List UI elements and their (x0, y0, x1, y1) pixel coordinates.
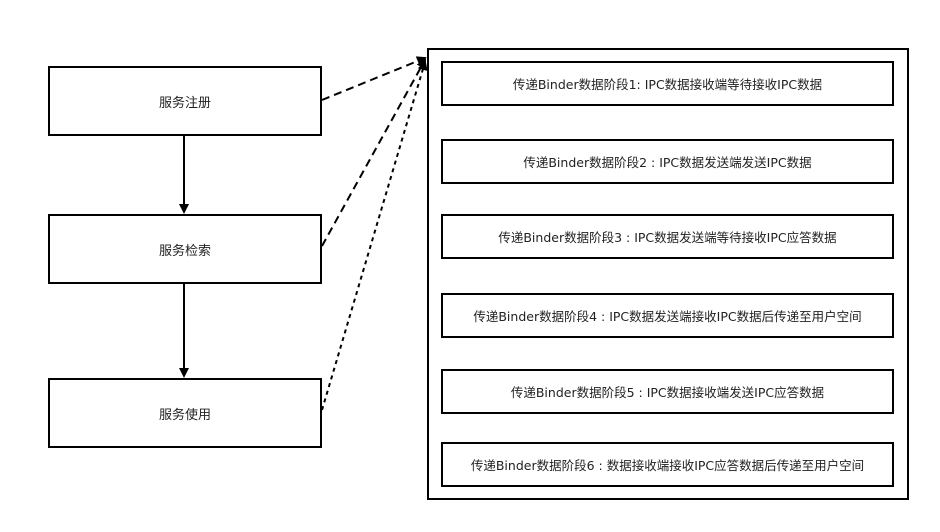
stage-2-label: 传递Binder数据阶段2 : IPC数据发送端发送IPC数据 (523, 155, 812, 170)
service-register-box: 服务注册 (48, 66, 322, 136)
stage-5-box: 传递Binder数据阶段5 : IPC数据接收端发送IPC应答数据 (441, 369, 894, 414)
service-register-label: 服务注册 (158, 95, 211, 111)
dashed-arrow-use (321, 60, 428, 411)
stage-3-box: 传递Binder数据阶段3 : IPC数据发送端等待接收IPC应答数据 (441, 214, 894, 259)
service-use-label: 服务使用 (158, 407, 211, 423)
stage-6-box: 传递Binder数据阶段6 : 数据接收端接收IPC应答数据后传递至用户空间 (441, 442, 894, 487)
service-use-box: 服务使用 (48, 378, 322, 448)
stage-4-label: 传递Binder数据阶段4 : IPC数据发送端接收IPC数据后传递至用户空间 (473, 309, 862, 324)
dashed-arrow-lookup (321, 58, 426, 247)
dashed-arrow-register (321, 56, 427, 101)
stage-3-label: 传递Binder数据阶段3 : IPC数据发送端等待接收IPC应答数据 (498, 230, 837, 245)
service-lookup-label: 服务检索 (158, 243, 211, 259)
stage-1-label: 传递Binder数据阶段1: IPC数据接收端等待接收IPC数据 (512, 77, 823, 92)
stage-5-label: 传递Binder数据阶段5 : IPC数据接收端发送IPC应答数据 (510, 385, 825, 400)
service-lookup-box: 服务检索 (48, 214, 322, 284)
stage-6-label: 传递Binder数据阶段6 : 数据接收端接收IPC应答数据后传递至用户空间 (470, 458, 865, 473)
binder-stages-container (427, 48, 909, 500)
stage-2-box: 传递Binder数据阶段2 : IPC数据发送端发送IPC数据 (441, 139, 894, 184)
stage-1-box: 传递Binder数据阶段1: IPC数据接收端等待接收IPC数据 (441, 61, 894, 106)
stage-4-box: 传递Binder数据阶段4 : IPC数据发送端接收IPC数据后传递至用户空间 (441, 293, 894, 338)
